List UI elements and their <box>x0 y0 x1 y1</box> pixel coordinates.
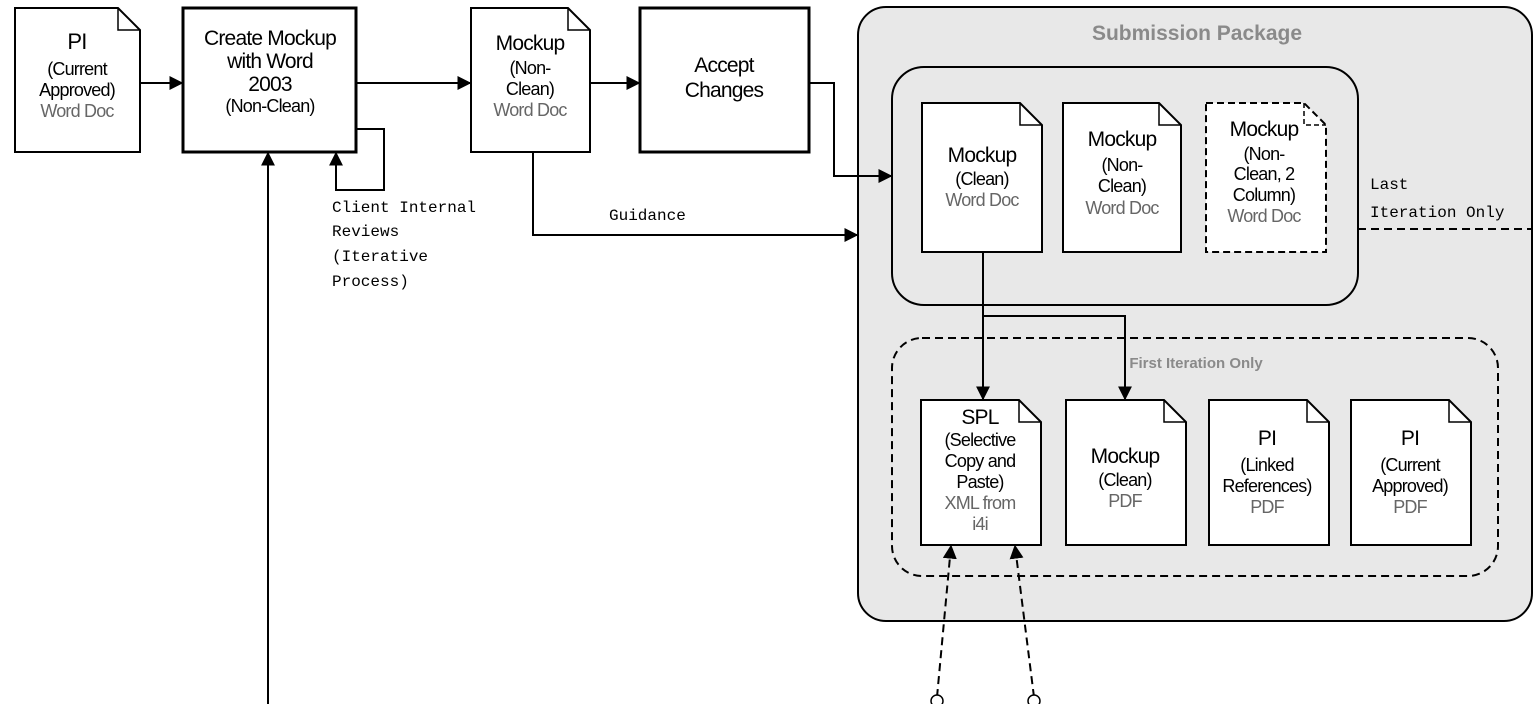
mockup-nonclean-line3: Clean) <box>506 79 554 99</box>
pi-current-pdf-line1: PI <box>1401 427 1419 450</box>
connector-circle-2 <box>1027 694 1041 704</box>
mockup-clean-word-line2: (Clean) <box>955 169 1008 189</box>
create-mockup-line2: with Word <box>226 50 313 73</box>
pi-input-line3: Approved) <box>39 80 115 100</box>
arrow-review-loop <box>329 128 385 191</box>
mockup-2column-line4: Column) <box>1233 185 1295 205</box>
mockup-clean-word-line1: Mockup <box>948 144 1017 167</box>
accept-changes-line2: Changes <box>685 79 764 102</box>
client-review-line4: Process) <box>332 273 409 291</box>
arrow-clean-to-pdf <box>983 315 1132 401</box>
pi-linked-line2: (Linked <box>1240 455 1293 475</box>
mockup-clean-pdf-line1: Mockup <box>1091 445 1160 468</box>
mockup-2column-line1: Mockup <box>1230 118 1299 141</box>
connector-circle-1 <box>930 694 944 704</box>
mockup-nonclean-type: Word Doc <box>493 100 567 120</box>
spl-line4: Paste) <box>956 472 1003 492</box>
client-review-line2: Reviews <box>332 223 399 241</box>
spl-type1: XML from <box>945 493 1016 513</box>
mockup-nonclean-doc-fold <box>567 8 590 31</box>
pi-current-approved-pdf-doc <box>1350 399 1472 546</box>
last-iteration-line1: Last <box>1370 176 1408 194</box>
mockup-2column-type: Word Doc <box>1227 206 1301 226</box>
mockup-nonclean-word-type: Word Doc <box>1085 198 1159 218</box>
first-iteration-title: First Iteration Only <box>1129 355 1263 372</box>
client-review-line3: (Iterative <box>332 248 428 266</box>
mockup-clean-pdf-doc <box>1065 399 1187 546</box>
mockup-nonclean-word-line1: Mockup <box>1088 128 1157 151</box>
mockup-clean-pdf-type: PDF <box>1108 491 1142 511</box>
pi-current-pdf-type: PDF <box>1393 497 1427 517</box>
spl-line1: SPL <box>961 406 998 429</box>
arrow-guidance <box>532 152 859 242</box>
pi-input-line2: (Current <box>47 59 107 79</box>
mockup-nonclean-line2: (Non- <box>509 58 551 78</box>
guidance-label: Guidance <box>609 207 686 225</box>
pi-current-pdf-line3: Approved) <box>1372 476 1448 496</box>
submission-package-title: Submission Package <box>1092 22 1302 45</box>
mockup-2column-line3: Clean, 2 <box>1234 164 1295 184</box>
last-iteration-line2: Iteration Only <box>1370 204 1505 222</box>
spl-type2: i4i <box>972 514 988 534</box>
mockup-clean-word-doc <box>921 102 1043 253</box>
pi-current-approved-pdf-doc-fold <box>1448 400 1471 423</box>
mockup-nonclean-line1: Mockup <box>496 32 565 55</box>
arrow-accept-to-package <box>809 82 893 183</box>
spl-xml-doc <box>920 399 1042 546</box>
pi-linked-references-pdf-doc <box>1208 399 1330 546</box>
mockup-nonclean-doc <box>470 7 591 153</box>
pi-input-doc <box>14 7 141 153</box>
mockup-nonclean-word-doc-fold <box>1158 103 1181 126</box>
accept-changes-box <box>638 6 811 154</box>
create-mockup-line3: 2003 <box>248 73 292 96</box>
pi-input-type: Word Doc <box>40 101 114 121</box>
mockup-nonclean-word-line3: Clean) <box>1098 176 1146 196</box>
accept-changes-line1: Accept <box>694 54 754 77</box>
pi-linked-line3: References) <box>1222 476 1311 496</box>
spl-line3: Copy and <box>945 451 1016 471</box>
mockup-2column-word-doc-fold <box>1303 103 1326 126</box>
create-mockup-line4: (Non-Clean) <box>225 96 314 116</box>
spl-xml-doc-fold <box>1018 400 1041 423</box>
mockup-clean-pdf-doc-fold <box>1163 400 1186 423</box>
client-review-line1: Client Internal <box>332 199 476 217</box>
mockup-2column-line2: (Non- <box>1243 144 1285 164</box>
create-mockup-line1: Create Mockup <box>204 27 336 50</box>
pi-current-pdf-line2: (Current <box>1380 455 1440 475</box>
mockup-nonclean-word-line2: (Non- <box>1101 155 1143 175</box>
mockup-clean-word-type: Word Doc <box>945 190 1019 210</box>
spl-line2: (Selective <box>944 430 1016 450</box>
mockup-clean-word-doc-fold <box>1019 103 1042 126</box>
mockup-2column-word-doc <box>1205 102 1327 253</box>
mockup-nonclean-word-doc <box>1062 102 1182 253</box>
pi-linked-type: PDF <box>1250 497 1284 517</box>
pi-linked-references-pdf-doc-fold <box>1306 400 1329 423</box>
pi-input-doc-fold <box>117 8 140 31</box>
pi-linked-line1: PI <box>1258 427 1276 450</box>
first-iteration-group <box>891 337 1499 577</box>
mockup-clean-pdf-line2: (Clean) <box>1098 470 1151 490</box>
pi-input-line1: PI <box>67 29 86 54</box>
